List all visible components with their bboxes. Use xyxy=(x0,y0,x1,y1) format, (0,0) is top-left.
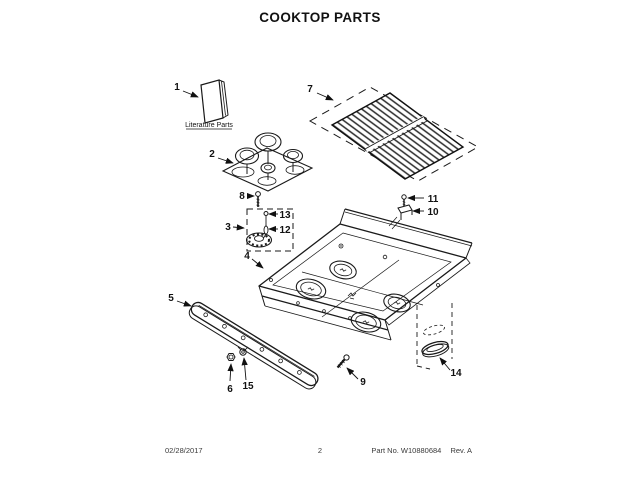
callout-arrow-15 xyxy=(241,357,248,381)
rear-screw-11 xyxy=(401,194,407,206)
callout-9-label: 9 xyxy=(360,377,366,388)
cooktop-main-panel xyxy=(258,208,473,341)
callout-11-label: 11 xyxy=(428,194,439,205)
orifice-13 xyxy=(263,211,269,216)
page-footer: 02/28/2017 2 Part No. W10880684 Rev. A xyxy=(0,446,640,460)
burner-opening-top xyxy=(329,260,357,280)
callout-7-label: 7 xyxy=(307,84,313,95)
callout-arrow-2 xyxy=(217,157,234,164)
callout-10-label: 10 xyxy=(427,207,439,218)
callout-13-label: 13 xyxy=(279,210,291,221)
page-title: COOKTOP PARTS xyxy=(259,10,381,25)
callout-8-label: 8 xyxy=(239,191,245,202)
callout-6-label: 6 xyxy=(227,384,233,395)
callout-5-label: 5 xyxy=(168,293,174,304)
burner-opening-right xyxy=(383,293,411,313)
callout-arrow-5 xyxy=(176,300,192,307)
burner-grate xyxy=(330,92,465,180)
callout-arrow-7 xyxy=(316,92,334,101)
callout-arrow-14 xyxy=(439,357,451,371)
footer-date: 02/28/2017 xyxy=(165,446,203,455)
callout-arrow-9 xyxy=(346,367,359,380)
callout-arrow-4 xyxy=(251,258,264,269)
callout-3-label: 3 xyxy=(225,222,231,233)
center-inlet-mark xyxy=(347,292,357,300)
rail-clip-15 xyxy=(237,346,249,356)
footer-part-number: Part No. W10880684 xyxy=(371,446,442,455)
callout-arrow-1 xyxy=(182,90,199,98)
footer-part-info: Part No. W10880684 Rev. A xyxy=(371,446,472,455)
surface-burner-assembly-box xyxy=(245,208,294,252)
callout-arrow-6 xyxy=(227,363,234,382)
front-rail xyxy=(188,301,319,390)
literature-booklet xyxy=(186,79,232,130)
callout-14-label: 14 xyxy=(450,368,462,379)
rail-nut-6 xyxy=(226,353,236,361)
grate-ghost-outline xyxy=(308,86,480,182)
callout-1-label: 1 xyxy=(174,82,180,93)
burner-cap-kit xyxy=(221,132,314,192)
callout-arrow-3 xyxy=(232,224,245,231)
footer-page-number: 2 xyxy=(317,446,323,455)
burner-opening-bottom xyxy=(350,311,382,333)
burner-head xyxy=(245,232,273,248)
callout-12-label: 12 xyxy=(279,225,291,236)
burner-opening-left xyxy=(295,278,327,300)
callout-arrows xyxy=(176,90,451,382)
callout-15-label: 15 xyxy=(242,381,254,392)
callout-4-label: 4 xyxy=(244,251,250,262)
burner-screw-8 xyxy=(255,191,261,207)
footer-revision: Rev. A xyxy=(450,446,472,455)
callout-2-label: 2 xyxy=(209,149,215,160)
screw-9 xyxy=(336,354,350,369)
oval-burner-cover-14 xyxy=(416,303,453,370)
literature-parts-label: Literature Parts xyxy=(185,122,233,129)
